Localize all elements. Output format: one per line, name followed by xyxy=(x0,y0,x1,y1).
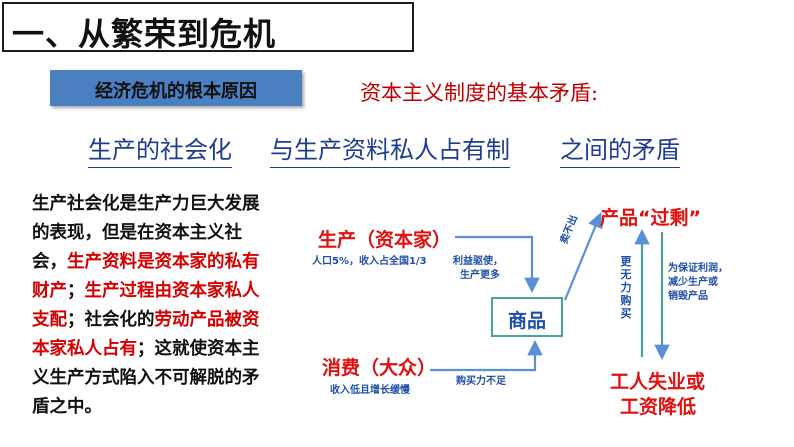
unemployment-label-2: 工资降低 xyxy=(620,396,697,418)
subtitle: 资本主义制度的基本矛盾: xyxy=(360,81,599,105)
para-seg-2: ； xyxy=(67,281,85,301)
production-label: 生产（资本家） xyxy=(318,229,452,251)
para-seg-6: ；这就使资本主义生产方式陷入不可解脱的矛盾之中。 xyxy=(32,339,260,417)
no-money-note: 更无力购买 xyxy=(620,255,632,320)
production-note-1: 人口5%，收入占全国1/3 xyxy=(312,256,427,267)
consumption-label: 消费（大众） xyxy=(322,357,437,379)
profit-note-3: 销毁产品 xyxy=(668,291,708,302)
contradiction-part3: 之间的矛盾 xyxy=(560,130,680,168)
para-seg-0: 生产社会化是生产力巨大发展的表现，但是在资本主义社会， xyxy=(32,194,260,272)
arrow-goods-to-surplus xyxy=(563,212,603,301)
para-seg-4: ；社会化的 xyxy=(67,310,155,330)
production-note-2a: 利益驱使， xyxy=(453,256,503,267)
purchasing-power-note: 购买力不足 xyxy=(456,376,506,387)
goods-label: 商品 xyxy=(507,310,546,332)
section-label-box: 经济危机的根本原因 xyxy=(50,70,302,106)
consumption-note: 收入低且增长缓慢 xyxy=(330,385,410,396)
surplus-label: 产品“过剩” xyxy=(600,207,701,229)
arrow-production-to-goods xyxy=(455,235,540,294)
profit-note-1: 为保证利润， xyxy=(668,263,728,274)
section-label: 经济危机的根本原因 xyxy=(95,81,257,102)
explanation-paragraph: 生产社会化是生产力巨大发展的表现，但是在资本主义社会，生产资料是资本家的私有财产… xyxy=(32,190,276,422)
para-seg-1: 生产资料是资本家的私有财产 xyxy=(32,252,260,301)
unemployment-label-1: 工人失业或 xyxy=(610,371,706,393)
goods-box: 商品 xyxy=(491,297,563,337)
page-title: 一、从繁荣到危机 xyxy=(12,15,277,53)
contradiction-part1: 生产的社会化 xyxy=(88,130,232,168)
profit-note-2: 减少生产或 xyxy=(668,277,718,288)
title-box: 一、从繁荣到危机 xyxy=(2,2,414,53)
para-seg-3: 生产过程由资本家私人支配 xyxy=(32,281,260,330)
arrow-consumption-to-goods xyxy=(430,339,543,372)
para-seg-5: 劳动产品被资本家私人占有 xyxy=(32,310,260,359)
contradiction-part2: 与生产资料私人占有制 xyxy=(270,130,510,168)
production-note-2b: 生产更多 xyxy=(460,270,500,281)
